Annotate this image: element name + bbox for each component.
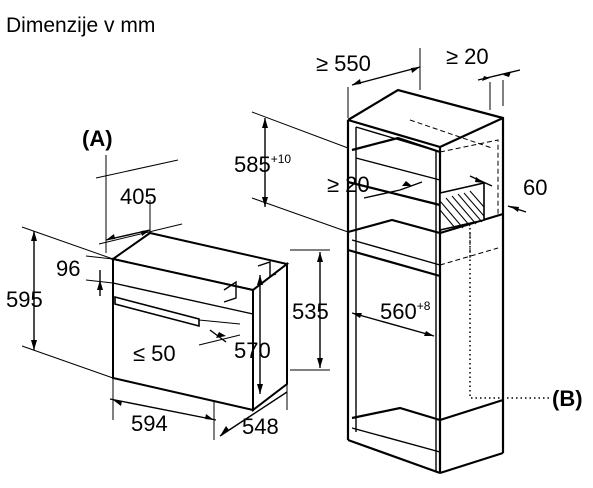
cabinet-drawing xyxy=(346,88,505,475)
dim-60-label: 60 xyxy=(523,175,547,200)
oven-panel-line xyxy=(112,282,254,315)
dim-585 xyxy=(251,111,349,233)
dim-le50-label: ≤ 50 xyxy=(133,341,176,366)
dim-405-label: 405 xyxy=(120,184,157,209)
oven-front xyxy=(112,257,254,412)
dim-ge20-side xyxy=(363,181,423,199)
dim-548-label: 548 xyxy=(242,414,279,439)
oven-drawing xyxy=(110,231,290,413)
dim-560 xyxy=(351,312,435,337)
vent-opening xyxy=(439,181,485,232)
dim-96 xyxy=(85,255,114,296)
dim-570 xyxy=(257,275,263,394)
dim-ge20-top xyxy=(477,69,521,110)
oven-notch xyxy=(257,261,277,277)
dim-ge550 xyxy=(347,48,421,118)
dim-560-value: 560 xyxy=(380,299,417,324)
dim-ge20-side-label: ≥ 20 xyxy=(327,172,370,197)
dim-ge20-top-label: ≥ 20 xyxy=(446,44,489,69)
dim-548 xyxy=(219,384,288,437)
oven-clip xyxy=(223,280,237,303)
dim-585-label: 585+10 xyxy=(234,152,291,177)
label-b-pointer xyxy=(469,228,552,399)
dim-60 xyxy=(469,175,527,213)
dim-560-tolerance: +8 xyxy=(417,299,431,313)
dim-ge550-label: ≥ 550 xyxy=(316,51,371,76)
dim-96-label: 96 xyxy=(56,256,80,281)
dim-594-label: 594 xyxy=(131,411,168,436)
oven-side xyxy=(252,261,288,413)
dim-le50 xyxy=(198,319,241,346)
dim-560-label: 560+8 xyxy=(380,299,431,324)
label-a: (A) xyxy=(82,126,113,151)
label-b: (B) xyxy=(552,386,583,411)
dim-585-tolerance: +10 xyxy=(271,152,292,166)
cabinet-back-top xyxy=(347,88,505,453)
dim-585-value: 585 xyxy=(234,152,271,177)
dim-405 xyxy=(95,155,183,253)
dim-535-label: 535 xyxy=(292,299,329,324)
dim-570-label: 570 xyxy=(234,338,271,363)
dim-594 xyxy=(109,378,217,440)
oven-handle xyxy=(114,295,200,328)
page-title: Dimenzije v mm xyxy=(6,14,155,37)
dim-595-label: 595 xyxy=(6,287,43,312)
dim-595 xyxy=(21,226,114,379)
dim-535 xyxy=(290,249,330,371)
